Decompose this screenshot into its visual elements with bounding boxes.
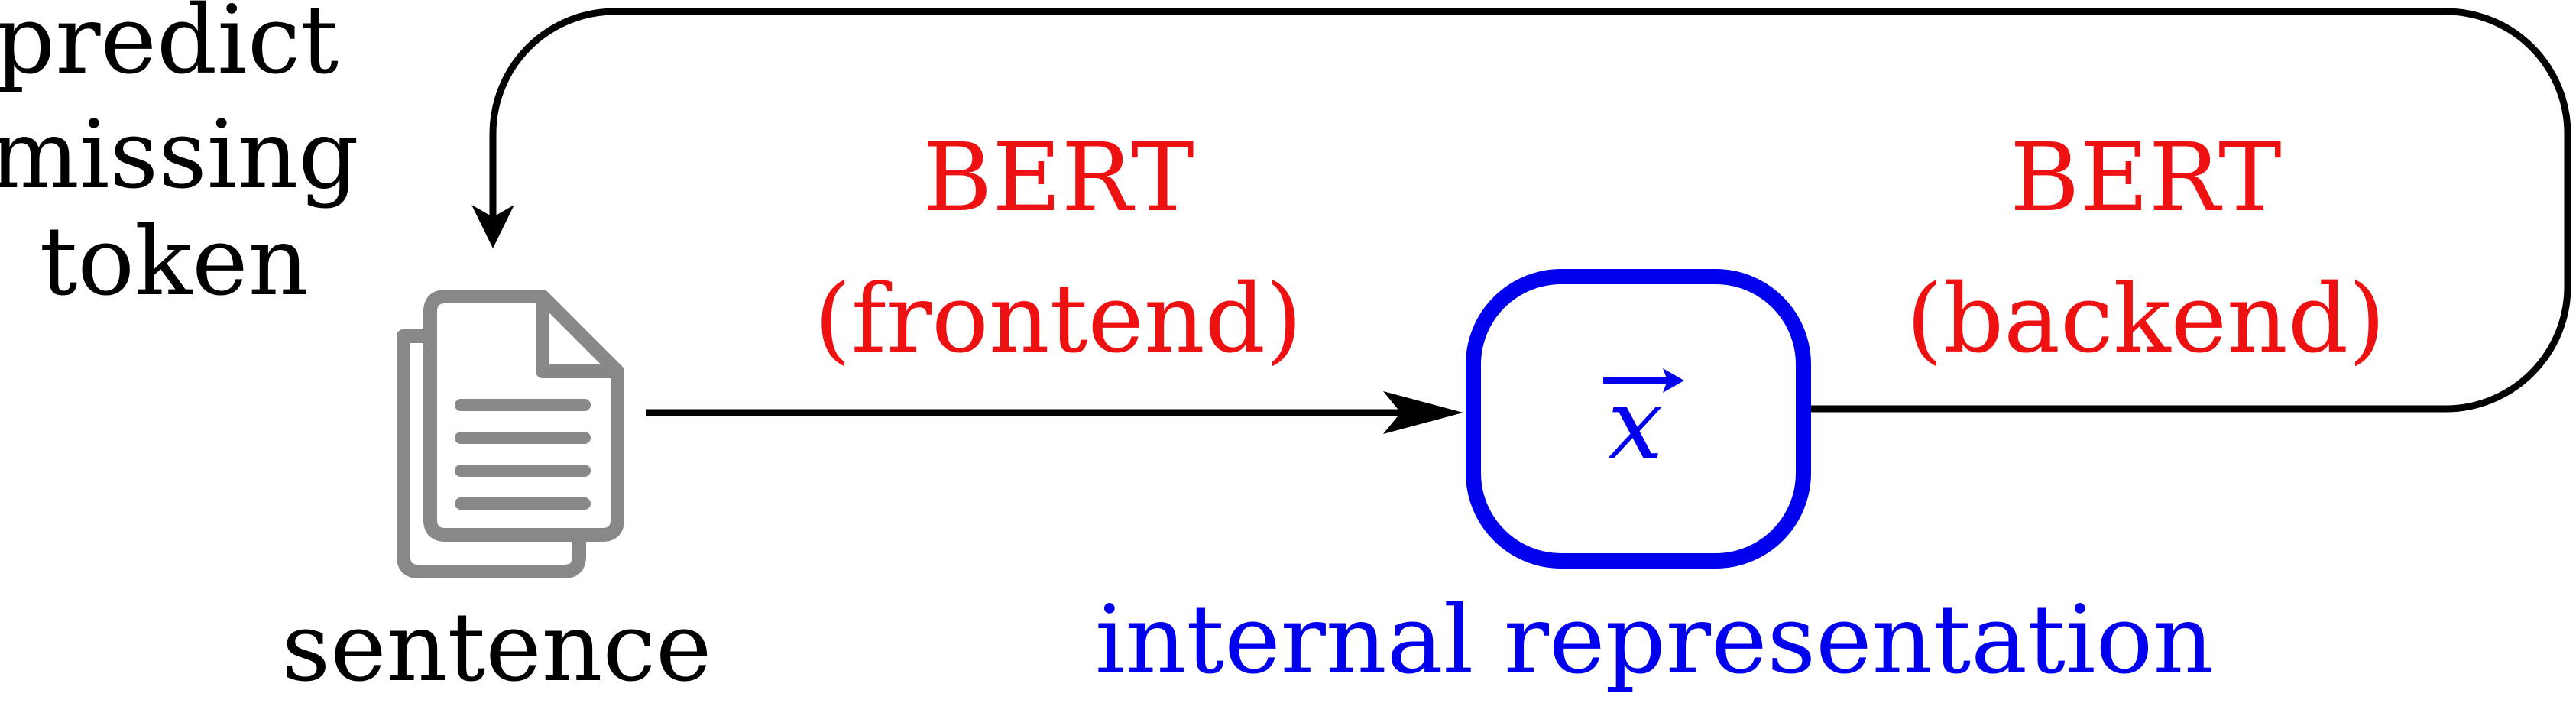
document-icon: [397, 290, 624, 578]
representation-caption: internal representation: [1095, 585, 2214, 695]
predict-caption: predict missing token: [0, 0, 359, 317]
bert-backend-title: BERT: [2010, 123, 2282, 233]
feedback-arrow: [471, 8, 2571, 413]
frontend-arrow: [646, 391, 1463, 434]
caption-line-token: token: [40, 207, 309, 317]
vector-symbol: x: [1607, 366, 1663, 482]
bert-frontend-label: BERT (frontend): [815, 123, 1303, 374]
bert-frontend-subtitle: (frontend): [815, 264, 1303, 374]
bert-backend-subtitle: (backend): [1906, 264, 2385, 374]
bert-frontend-title: BERT: [922, 123, 1194, 233]
sentence-label: sentence: [282, 593, 712, 699]
bert-backend-label: BERT (backend): [1906, 123, 2385, 374]
vector-arrow-icon: [1603, 368, 1684, 393]
caption-line-missing: missing: [0, 100, 359, 210]
caption-line-predict: predict: [0, 0, 339, 96]
representation-node: x: [1466, 269, 1811, 569]
